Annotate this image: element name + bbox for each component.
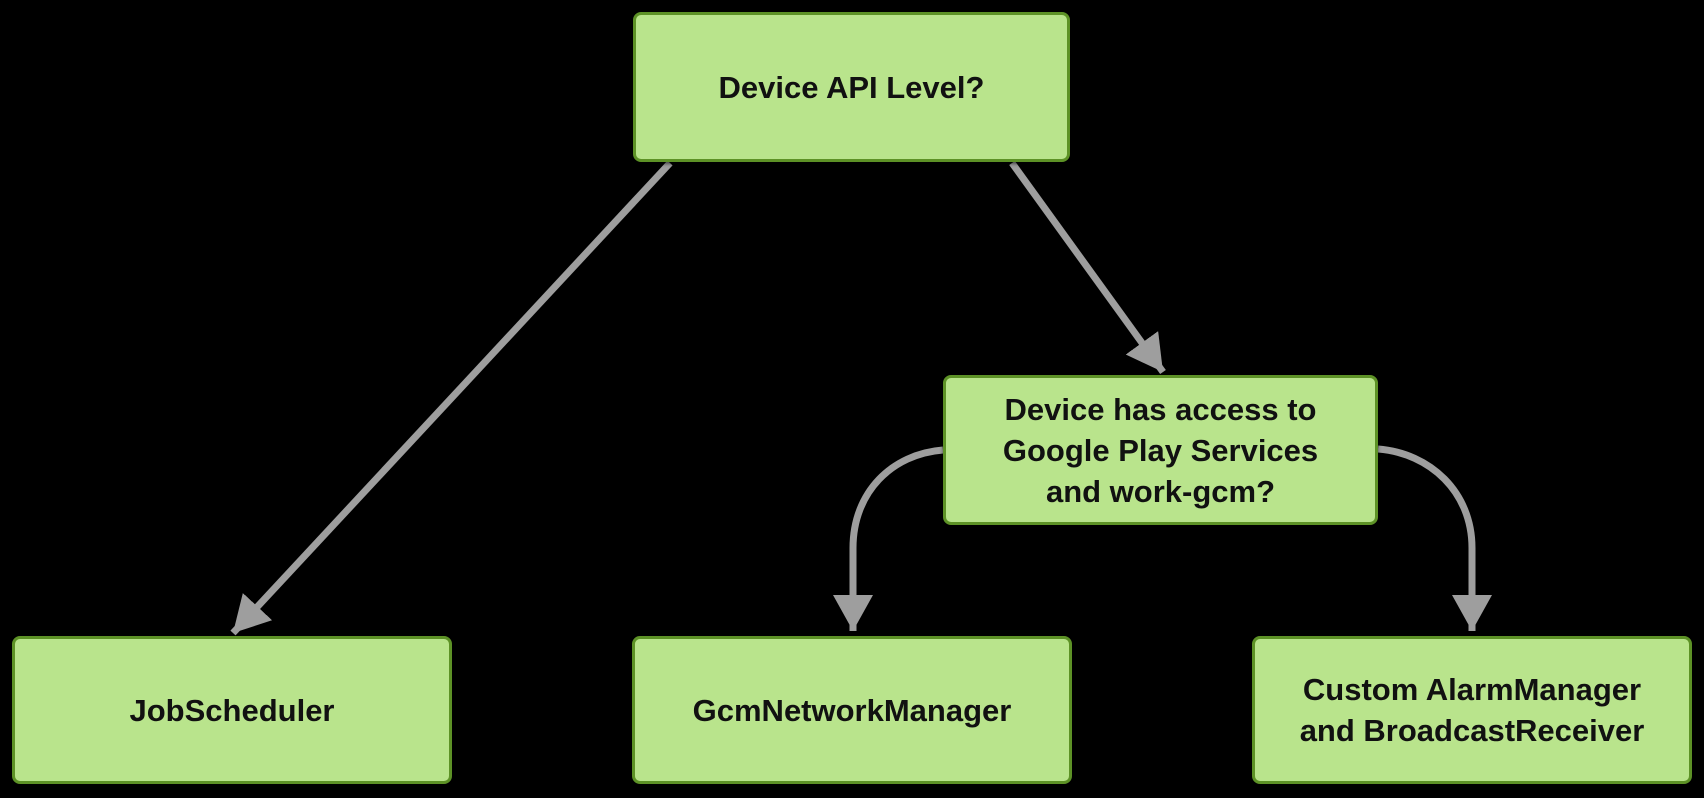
node-jobscheduler-label: JobScheduler — [129, 692, 335, 728]
edge-api-to-jobscheduler — [230, 160, 673, 636]
edge-playservices-to-custom — [1377, 445, 1492, 631]
node-device-api-level-label: Device API Level? — [718, 69, 985, 105]
edge-playservices-to-gcm — [833, 446, 944, 631]
edge-api-to-playservices — [1009, 160, 1166, 375]
node-gcmnetworkmanager-label: GcmNetworkManager — [692, 692, 1012, 728]
node-custom-alarmmanager: Custom AlarmManager and BroadcastReceive… — [1252, 636, 1692, 784]
node-jobscheduler: JobScheduler — [12, 636, 452, 784]
node-play-services: Device has access to Google Play Service… — [943, 375, 1378, 525]
node-play-services-label: Device has access to Google Play Service… — [1002, 391, 1319, 509]
node-custom-alarmmanager-label: Custom AlarmManager and BroadcastReceive… — [1299, 672, 1645, 748]
node-device-api-level: Device API Level? — [633, 12, 1070, 162]
node-gcmnetworkmanager: GcmNetworkManager — [632, 636, 1072, 784]
